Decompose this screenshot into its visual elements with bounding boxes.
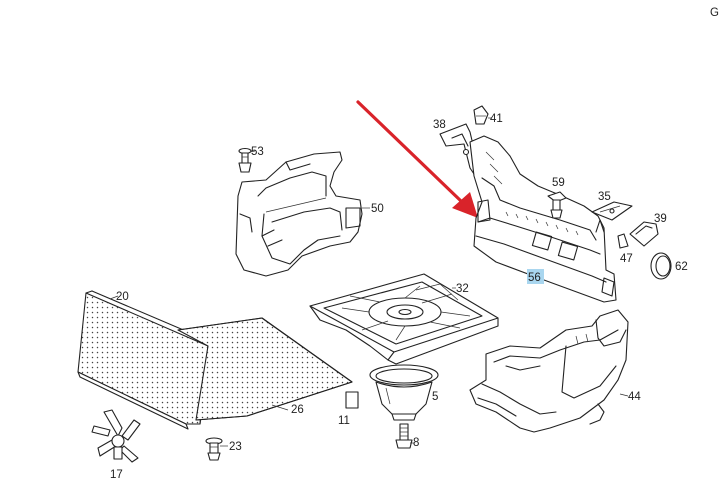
label-8: 8 (413, 437, 419, 449)
label-38: 38 (433, 119, 446, 131)
part-17-clip (91, 409, 141, 463)
label-20: 20 (116, 291, 129, 303)
label-23: 23 (229, 441, 242, 453)
part-56-rear-panel (469, 135, 617, 303)
label-56: 56 (528, 272, 541, 284)
part-50-side-trim (235, 151, 363, 277)
label-50: 50 (371, 203, 384, 215)
label-11: 11 (338, 415, 350, 427)
part-59-rivet (547, 191, 567, 219)
part-53-rivet (238, 147, 252, 173)
part-39-cover (629, 221, 659, 247)
label-56-highlight (527, 269, 544, 284)
part-44-side-compartment (469, 309, 629, 433)
part-32-spare-wheel-well (309, 273, 499, 365)
label-41: 41 (490, 113, 503, 125)
label-17: 17 (110, 469, 123, 481)
part-23-push-rivet (205, 437, 223, 461)
label-5: 5 (432, 391, 438, 403)
part-62-round-cap (650, 252, 672, 280)
label-39: 39 (654, 213, 667, 225)
part-35-bracket (591, 201, 633, 221)
label-59: 59 (552, 177, 565, 189)
part-41-clip (473, 105, 489, 125)
part-8-screw (395, 423, 413, 449)
part-26-floor-mat (177, 317, 353, 421)
corner-mark: G (710, 7, 719, 19)
part-20-side-panel (77, 290, 215, 430)
label-35: 35 (598, 191, 611, 203)
part-5-storage-cup (369, 364, 439, 421)
label-44: 44 (628, 391, 641, 403)
label-62: 62 (675, 261, 688, 273)
label-47: 47 (620, 253, 633, 265)
red-arrow-pointer (356, 100, 478, 218)
part-47-clip (617, 233, 629, 249)
part-11-label-card (345, 391, 359, 409)
label-32: 32 (456, 283, 469, 295)
label-26: 26 (291, 404, 304, 416)
label-53: 53 (251, 146, 264, 158)
